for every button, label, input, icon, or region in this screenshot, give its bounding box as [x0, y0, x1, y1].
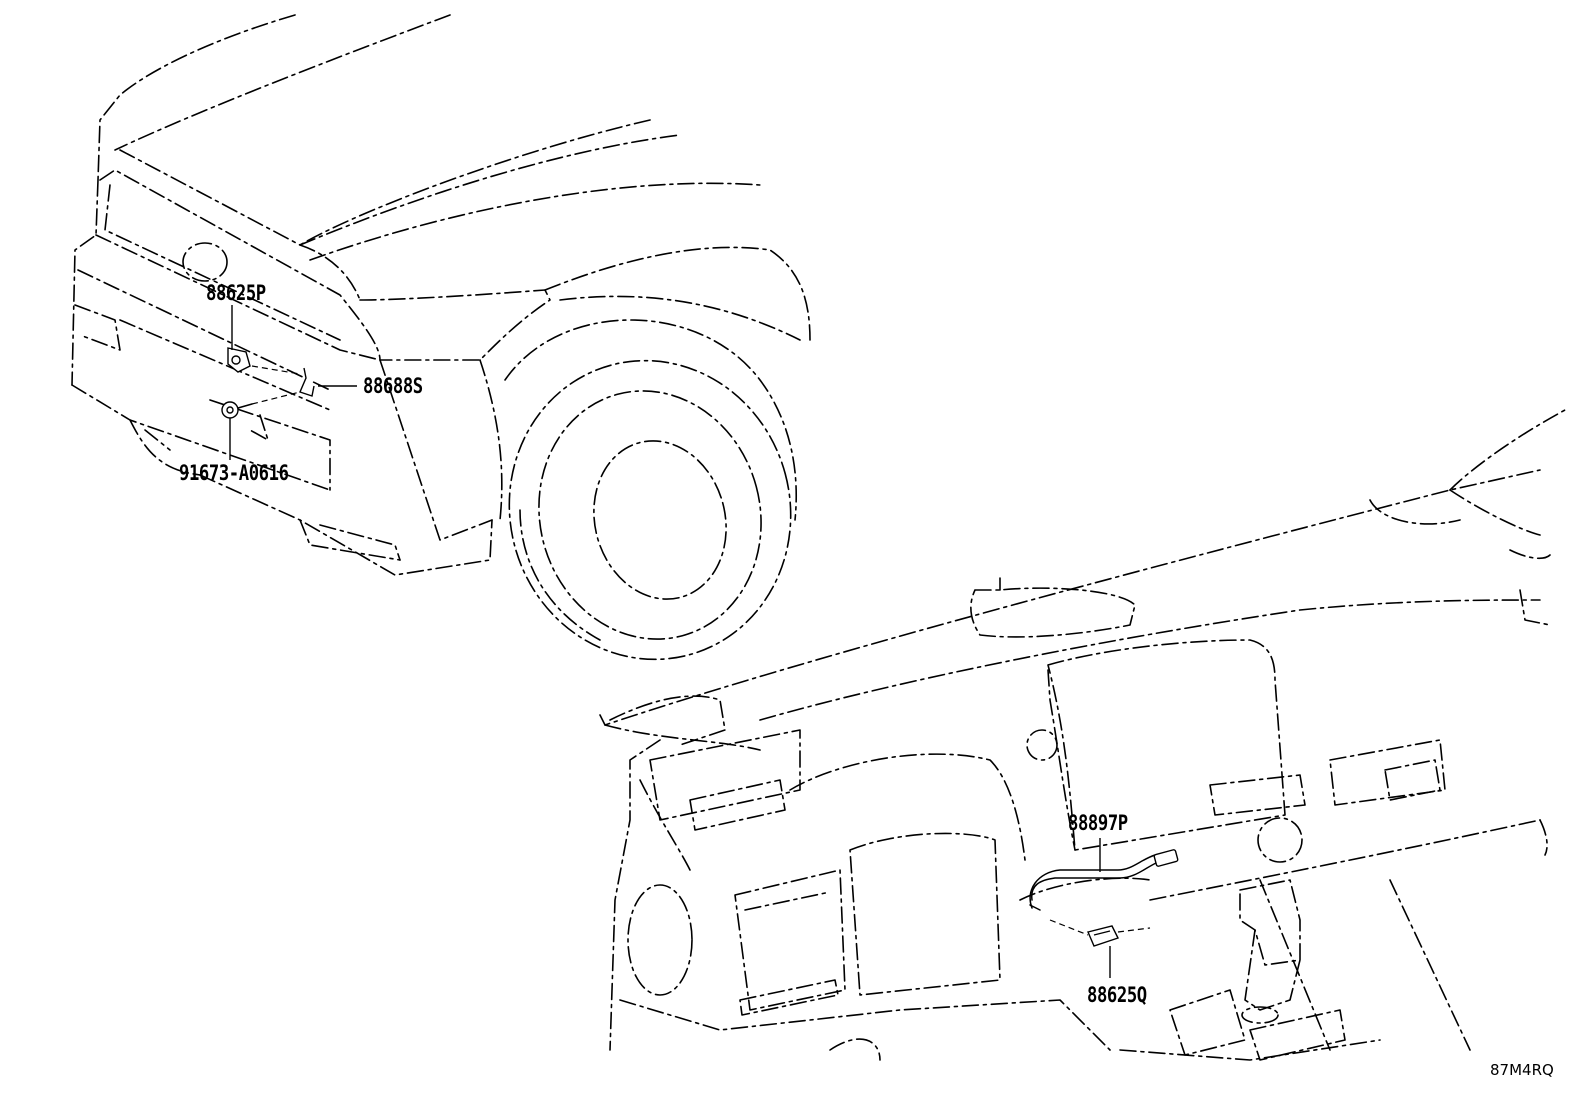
sensor-bracket-group [221, 305, 357, 460]
connector-part-88625Q [1087, 925, 1119, 947]
harness-connector-group [1029, 838, 1179, 978]
bracket-part-88688S [299, 367, 315, 397]
callout-88625Q: 88625Q [1087, 983, 1147, 1007]
wire-harness-88897P [1031, 861, 1159, 901]
callout-88625P: 88625P [206, 281, 266, 305]
callout-91673-A0616: 91673-A0616 [179, 461, 289, 485]
vehicle-front-view [71, 14, 811, 661]
callout-88688S: 88688S [363, 374, 423, 398]
diagram-code: 87M4RQ [1490, 1061, 1554, 1079]
dashboard-view [599, 409, 1566, 1061]
callout-88897P: 88897P [1068, 811, 1128, 835]
